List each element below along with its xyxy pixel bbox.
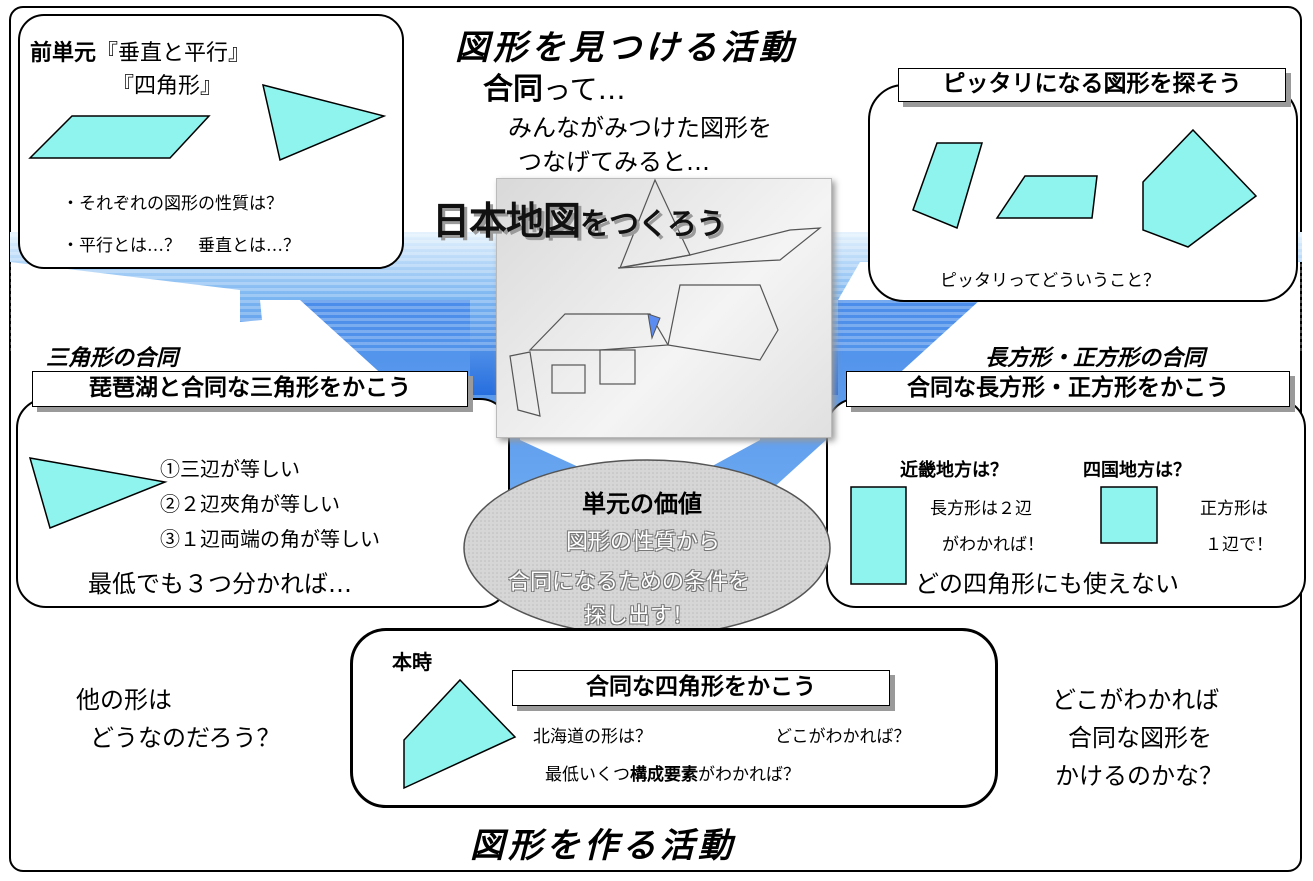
pittari-parallelogram bbox=[912, 142, 984, 230]
honji-q3: 最低いくつ構成要素がわかれば？ bbox=[545, 760, 800, 785]
left-note-line2: どうなのだろう？ bbox=[90, 724, 281, 752]
triangle-summary: 最低でも３つ分かれば… bbox=[88, 570, 352, 598]
prev-unit-title: 前単元『垂直と平行』 bbox=[30, 35, 250, 67]
kinki-question: 近畿地方は？ bbox=[900, 460, 1008, 481]
pittari-label: ピッタリになる図形を探そう bbox=[898, 68, 1286, 102]
goudou-heading: 合同って… bbox=[483, 64, 626, 108]
wo-tsukurou-label: をつくろう bbox=[580, 207, 726, 242]
center-line1: みんながみつけた図形を bbox=[508, 114, 772, 142]
prev-unit-label: 前単元 bbox=[30, 41, 97, 66]
rect-label: 合同な長方形・正方形をかこう bbox=[846, 371, 1290, 407]
nihon-chizu-label: 日本地図 bbox=[432, 199, 581, 243]
honji-q3-bold: 構成要素 bbox=[630, 765, 698, 785]
value-line2: 合同になるための条件を bbox=[508, 570, 751, 595]
goudou-label: 合同 bbox=[483, 72, 543, 107]
left-note-line1: 他の形は bbox=[76, 686, 172, 714]
honji-label: 合同な四角形をかこう bbox=[512, 670, 890, 706]
nihon-chizu: 日本地図をつくろう bbox=[432, 190, 726, 245]
honji-q2: どこがわかれば？ bbox=[775, 727, 911, 747]
triangle-cond1: ①三辺が等しい bbox=[160, 457, 300, 481]
square-note1: 正方形は bbox=[1200, 499, 1268, 519]
parallelogram-shape bbox=[28, 115, 211, 159]
value-line3: 探し出す！ bbox=[584, 604, 695, 629]
rectangle-shape bbox=[850, 486, 907, 585]
honji-q3-post: がわかれば？ bbox=[698, 765, 800, 785]
rect-heading: 長方形・正方形の合同 bbox=[985, 346, 1206, 371]
triangle-cond2: ②２辺夾角が等しい bbox=[160, 492, 340, 516]
japan-map-photo bbox=[496, 178, 832, 438]
quadrilateral-shape bbox=[403, 678, 517, 790]
goudou-suffix: って… bbox=[543, 73, 626, 106]
congruent-triangle bbox=[28, 457, 168, 530]
bottom-title: 図形を作る活動 bbox=[470, 826, 736, 866]
rect-summary: どの四角形にも使えない bbox=[915, 570, 1179, 598]
triangle-cond3: ③１辺両端の角が等しい bbox=[160, 527, 380, 551]
prev-unit-q1: ・それぞれの図形の性質は？ bbox=[62, 194, 283, 214]
value-title: 単元の価値 bbox=[582, 490, 702, 518]
square-shape bbox=[1100, 486, 1158, 544]
pittari-pentagon bbox=[1142, 128, 1258, 248]
honji-q3-pre: 最低いくつ bbox=[545, 765, 630, 785]
prev-unit-q2: ・平行とは…？ 垂直とは…？ bbox=[62, 236, 300, 256]
triangle-shape-prev bbox=[261, 83, 387, 162]
prev-unit-title1: 『垂直と平行』 bbox=[96, 41, 251, 66]
right-note-line2: 合同な図形を bbox=[1068, 724, 1212, 752]
top-title: 図形を見つける活動 bbox=[455, 28, 797, 68]
rect-note2: がわかれば！ bbox=[942, 535, 1044, 555]
triangle-heading: 三角形の合同 bbox=[46, 346, 179, 371]
pittari-question: ピッタリってどういうこと？ bbox=[940, 271, 1161, 291]
blue-funnel bbox=[300, 300, 980, 560]
honji-tag: 本時 bbox=[392, 650, 432, 674]
value-line1: 図形の性質から bbox=[566, 530, 721, 555]
right-note-line3: かけるのかな？ bbox=[1055, 762, 1223, 790]
rect-note1: 長方形は２辺 bbox=[930, 499, 1032, 519]
honji-q1: 北海道の形は？ bbox=[533, 727, 652, 747]
right-note-line1: どこがわかれば bbox=[1052, 686, 1220, 714]
square-note2: １辺で！ bbox=[1205, 535, 1273, 555]
shikoku-question: 四国地方は？ bbox=[1083, 460, 1191, 481]
pittari-trapezoid bbox=[995, 175, 1098, 219]
triangle-label: 琵琶湖と合同な三角形をかこう bbox=[32, 371, 468, 407]
prev-unit-title2: 『四角形』 bbox=[112, 74, 223, 99]
center-line2: つなげてみると… bbox=[518, 148, 710, 176]
